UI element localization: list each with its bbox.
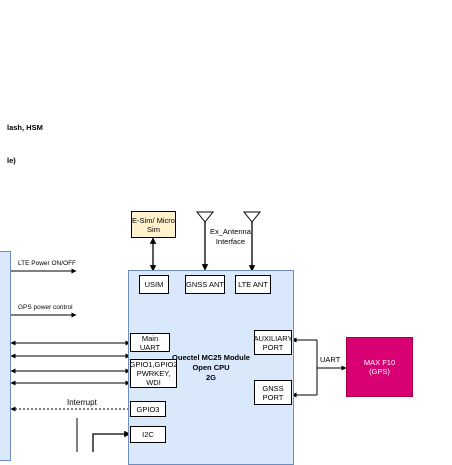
port-i2c: I2C: [130, 426, 166, 443]
i2c-link: [92, 430, 131, 452]
antenna-label-2: Interface: [215, 237, 246, 246]
esim-label-2: Sim: [147, 224, 160, 234]
antenna-label-1: Ex_Antenna: [210, 227, 251, 236]
port-auxiliary: AUXILIARY PORT: [253, 330, 293, 355]
port-gpio3: GPIO3: [130, 401, 166, 417]
port-aux-line2: PORT: [262, 342, 284, 352]
port-usim: USIM: [139, 275, 169, 294]
port-gnss-line2: PORT: [262, 392, 284, 402]
gps-label-2: (GPS): [369, 367, 390, 376]
module-title-3: 2G: [205, 373, 216, 382]
port-gpio-line1: GPIO1,GPIO2: [129, 360, 178, 369]
module-title-2: Open CPU: [192, 363, 230, 372]
port-aux-line1: AUXILIARY: [253, 333, 293, 343]
gnss-antenna-icon: [195, 211, 215, 271]
gps-module-box: MAX F10 (GPS): [346, 337, 413, 397]
lte-antenna-icon: [242, 211, 262, 272]
port-gpio-line2: PWRKEY, WDI: [136, 369, 171, 387]
port-gpio: GPIO1,GPIO2 PWRKEY, WDI: [130, 359, 177, 388]
port-gnss-line1: GNSS: [262, 383, 284, 393]
gps-power-label: GPS power control: [18, 304, 73, 311]
esim-label-1: E-Sim/ Micro: [132, 215, 175, 225]
antenna-interface-label: Ex_Antenna Interface: [210, 227, 251, 247]
connection-wires: [10, 211, 347, 452]
header-text-2: le): [7, 156, 16, 165]
port-gnss-ant: GNSS ANT: [185, 275, 225, 294]
interrupt-label: Interrupt: [67, 398, 97, 407]
port-gnss: GNSS PORT: [254, 380, 292, 405]
gps-label-1: MAX F10: [363, 358, 396, 367]
port-main-uart: Main UART: [130, 333, 170, 352]
port-lte-ant: LTE ANT: [235, 275, 271, 294]
module-title: Quectel MC25 Module Open CPU 2G: [171, 353, 251, 383]
uart-label: UART: [320, 355, 341, 364]
esim-box: E-Sim/ Micro Sim: [131, 211, 176, 238]
lte-power-label: LTE Power ON/OFF: [18, 260, 77, 267]
header-text-1: lash, HSM: [7, 123, 43, 132]
module-title-1: Quectel MC25 Module: [172, 353, 250, 362]
